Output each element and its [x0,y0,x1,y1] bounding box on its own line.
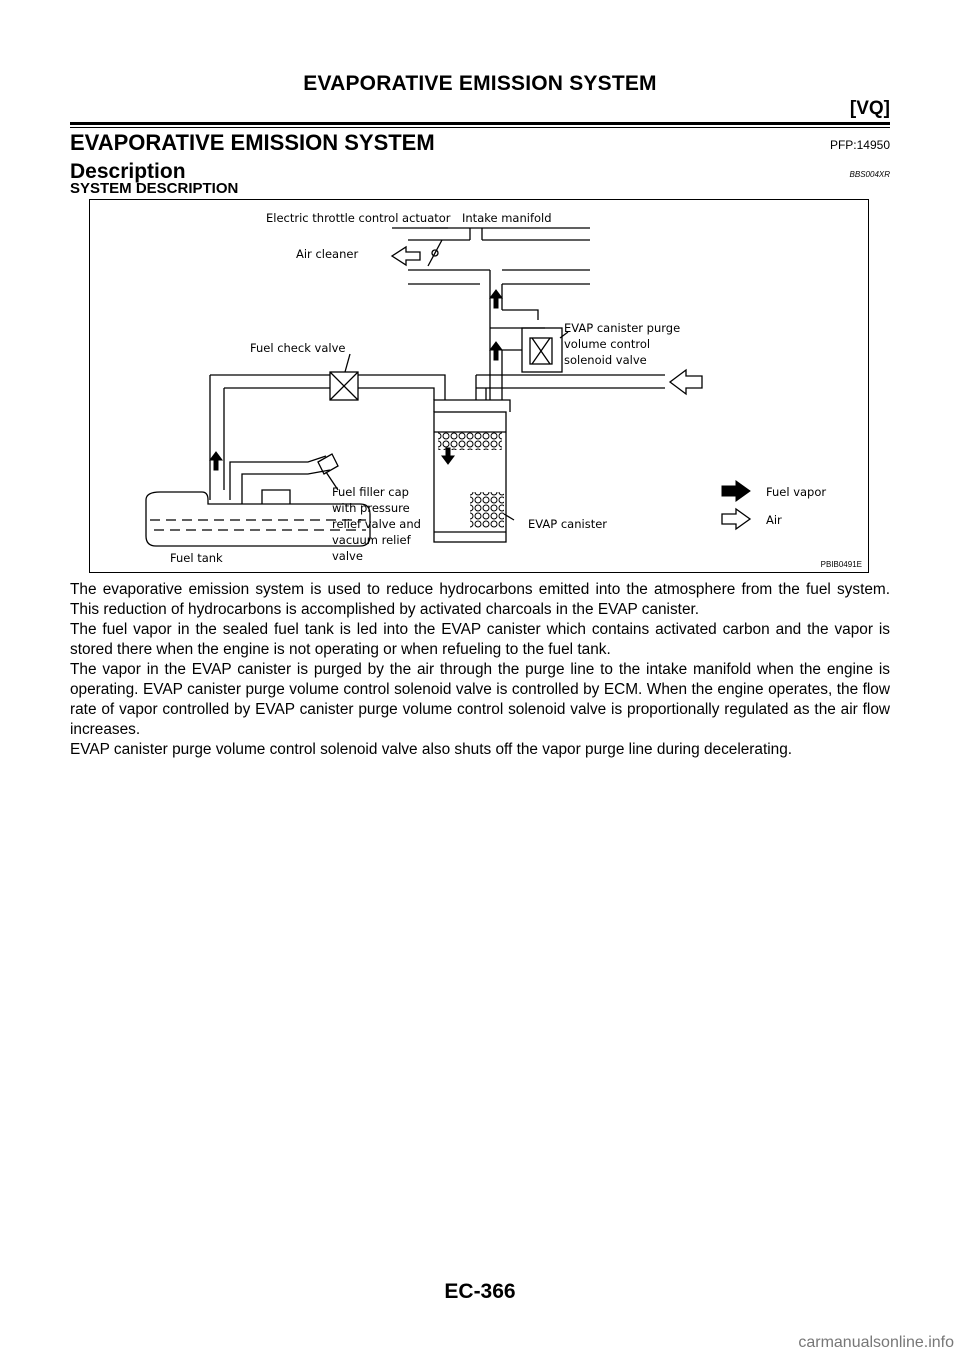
section-title: EVAPORATIVE EMISSION SYSTEM [70,130,435,155]
label-purge-valve-2: volume control [564,337,650,351]
pfp-code: PFP:14950 [829,138,890,152]
subheading: SYSTEM DESCRIPTION [70,180,239,197]
air-arrow-inlet [668,368,703,396]
label-throttle: Electric throttle control actuator [266,211,451,225]
evap-canister [433,411,507,543]
filler-pipe [229,455,331,504]
intake-manifold [408,227,590,241]
paragraph: The fuel vapor in the sealed fuel tank i… [70,621,890,658]
legend-air-arrow [721,507,752,531]
header-rule-thin [70,127,890,128]
vapor-arrow-1 [489,289,503,309]
fuel-tank [145,491,371,547]
label-fuel-check-valve: Fuel check valve [250,341,345,355]
watermark[interactable]: carmanualsonline.info [798,1334,954,1351]
label-canister: EVAP canister [528,517,607,531]
page-number: EC-366 [444,1280,516,1303]
fuel-filler-cap [317,453,339,475]
label-filler-cap-3: relief valve and [332,517,421,531]
intake-neck [469,228,483,240]
description-body: The evaporative emission system is used … [70,580,890,760]
label-intake: Intake manifold [462,211,552,225]
system-diagram: Electric throttle control actuator Intak… [89,199,869,573]
label-purge-valve-1: EVAP canister purge [564,321,680,335]
diagram-canvas: Electric throttle control actuator Intak… [145,211,826,565]
label-air-cleaner: Air cleaner [296,247,358,261]
vapor-arrow-2 [489,341,503,361]
running-header-title: EVAPORATIVE EMISSION SYSTEM [303,72,657,95]
label-filler-cap-4: vacuum relief [332,533,412,547]
header-rule [70,122,890,125]
paragraph: EVAP canister purge volume control solen… [70,741,793,758]
label-purge-valve-3: solenoid valve [564,353,647,367]
vapor-arrow-3 [209,451,223,471]
label-filler-cap-1: Fuel filler cap [332,485,409,499]
air-inlet-line [476,374,665,389]
air-arrow-cleaner [390,245,421,267]
paragraph: The evaporative emission system is used … [70,581,890,618]
legend-label-air: Air [766,513,782,527]
label-fuel-tank: Fuel tank [170,551,223,565]
subsection-code: BBS004XR [849,170,890,179]
throttle-plate [427,239,443,267]
paragraph: The vapor in the EVAP canister is purged… [70,661,890,738]
label-filler-cap-5: valve [332,549,363,563]
tank-vapor-pipe [209,375,225,500]
label-filler-cap-2: with pressure [332,501,410,515]
fuel-check-valve [329,371,359,401]
subsection-title: Description [70,160,186,183]
vapor-arrow-4 [441,447,455,465]
section-tag: [VQ] [849,98,890,119]
figure-id: PBIB0491E [820,560,862,569]
legend-label-vapor: Fuel vapor [766,485,826,499]
